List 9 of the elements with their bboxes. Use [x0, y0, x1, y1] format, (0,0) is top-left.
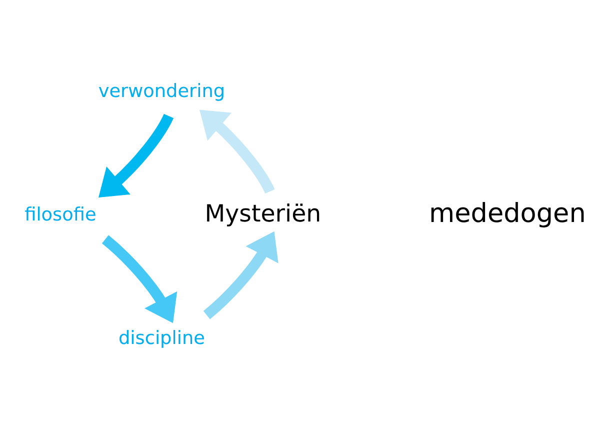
label: mededogen [429, 198, 586, 229]
node-text: filosofie [24, 204, 96, 225]
arrow [203, 230, 278, 319]
node-text: verwondering [98, 80, 226, 102]
arrow [98, 113, 174, 197]
arrow [102, 234, 178, 323]
node-text: discipline [118, 327, 205, 348]
arrow [200, 109, 275, 194]
node-text: Mysteriën [204, 198, 322, 227]
